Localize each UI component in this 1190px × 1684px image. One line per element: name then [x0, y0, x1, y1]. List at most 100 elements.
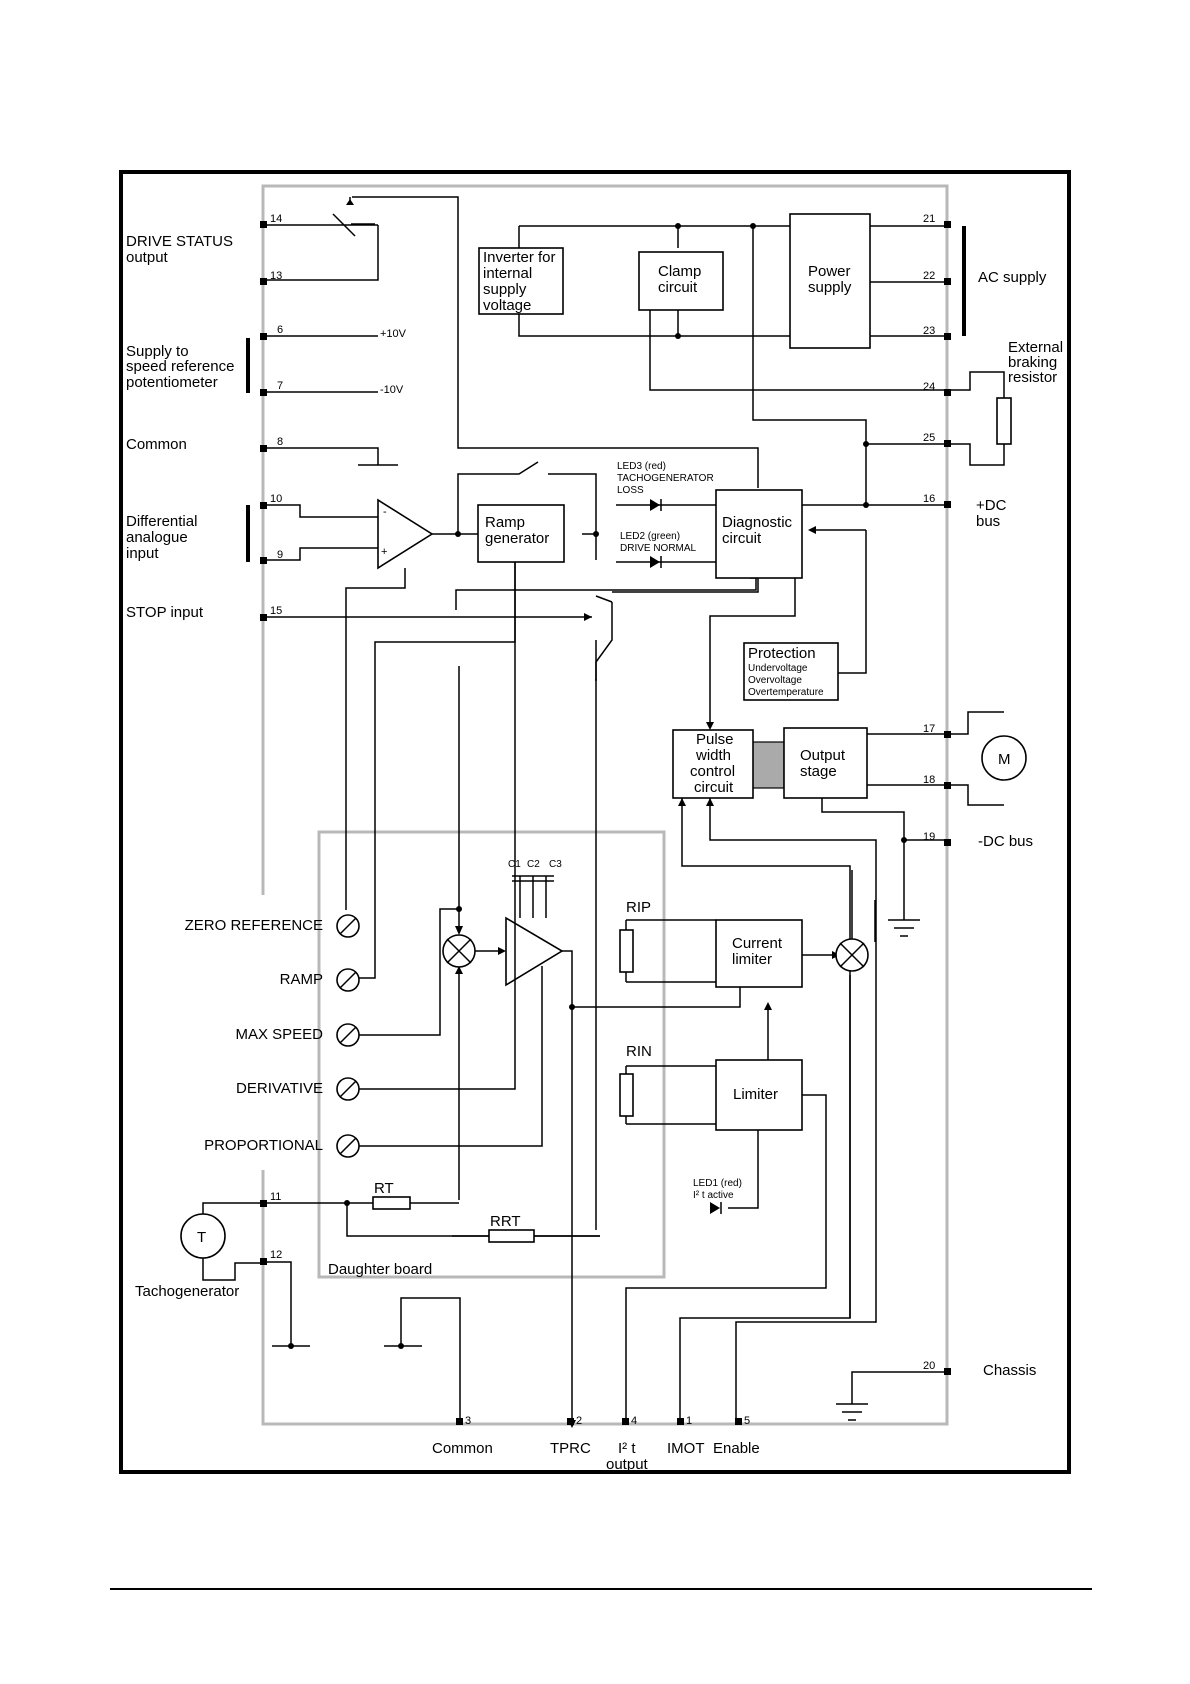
- tachogenerator-label: Tachogenerator: [135, 1283, 239, 1300]
- rrt-label: RRT: [490, 1213, 521, 1230]
- svg-text:DRIVE NORMAL: DRIVE NORMAL: [620, 543, 697, 554]
- terminal-10: 10: [270, 493, 282, 505]
- terminal-17: 17: [923, 723, 935, 735]
- svg-text:Protection: Protection: [748, 645, 816, 662]
- led1-label: LED1 (red): [693, 1178, 742, 1189]
- pot-proportional: PROPORTIONAL: [204, 1137, 323, 1154]
- led2-label: LED2 (green): [620, 531, 680, 542]
- terminal-14: 14: [270, 213, 282, 225]
- terminal-24: 24: [923, 381, 935, 393]
- pot-derivative: DERIVATIVE: [236, 1080, 323, 1097]
- svg-text:resistor: resistor: [1008, 369, 1057, 386]
- svg-text:bus: bus: [976, 513, 1000, 530]
- svg-text:Undervoltage: Undervoltage: [748, 663, 808, 674]
- svg-text:C1: C1: [508, 859, 521, 870]
- protection-block: [743, 642, 839, 701]
- svg-text:Pulse: Pulse: [696, 731, 734, 748]
- svg-text:speed reference: speed reference: [126, 358, 234, 375]
- power-supply-block: [789, 213, 871, 349]
- rt-label: RT: [374, 1180, 394, 1197]
- drive-boundary: [261, 184, 949, 1426]
- chassis-label: Chassis: [983, 1362, 1036, 1379]
- svg-text:C2: C2: [527, 859, 540, 870]
- terminal-4: 4: [631, 1415, 637, 1427]
- daughter-board-label: Daughter board: [328, 1261, 432, 1278]
- pot-symbols: [336, 914, 360, 1158]
- svg-text:stage: stage: [800, 763, 837, 780]
- pot-zero-reference: ZERO REFERENCE: [185, 917, 323, 934]
- svg-text:voltage: voltage: [483, 297, 531, 314]
- terminal-21: 21: [923, 213, 935, 225]
- svg-text:+: +: [381, 546, 387, 558]
- minus10v-label: -10V: [380, 384, 404, 396]
- tprc-label: TPRC: [550, 1440, 591, 1457]
- terminal-7: 7: [277, 380, 283, 392]
- svg-text:Ramp: Ramp: [485, 514, 525, 531]
- pot-ramp: RAMP: [280, 971, 323, 988]
- dc-plus-label: +DC: [976, 497, 1007, 514]
- i2t-label: I² t: [618, 1440, 636, 1457]
- svg-text:supply: supply: [808, 279, 852, 296]
- clamp-circuit-block: [638, 251, 724, 311]
- terminal-15: 15: [270, 605, 282, 617]
- footer-rule: [110, 1588, 1092, 1590]
- inverter-block: [478, 247, 564, 315]
- led3-label: LED3 (red): [617, 461, 666, 472]
- terminal-19: 19: [923, 831, 935, 843]
- svg-text:TACHOGENERATOR: TACHOGENERATOR: [617, 473, 714, 484]
- terminal-8: 8: [277, 436, 283, 448]
- ac-supply-label: AC supply: [978, 269, 1047, 286]
- braking-resistor-label: External: [1008, 339, 1063, 356]
- diff-input-label: Differential: [126, 513, 197, 530]
- terminal-12: 12: [270, 1249, 282, 1261]
- terminal-16: 16: [923, 493, 935, 505]
- terminal-6: 6: [277, 324, 283, 336]
- svg-text:Diagnostic: Diagnostic: [722, 514, 793, 531]
- svg-text:potentiometer: potentiometer: [126, 374, 218, 391]
- rin-label: RIN: [626, 1043, 652, 1060]
- svg-text:Clamp: Clamp: [658, 263, 701, 280]
- pot-max-speed: MAX SPEED: [235, 1026, 323, 1043]
- svg-text:Limiter: Limiter: [733, 1086, 778, 1103]
- diagnostic-circuit-block: [715, 489, 803, 579]
- svg-text:T: T: [197, 1229, 206, 1246]
- svg-text:braking: braking: [1008, 354, 1057, 371]
- bottom-common-label: Common: [432, 1440, 493, 1457]
- enable-label: Enable: [713, 1440, 760, 1457]
- svg-text:output: output: [606, 1456, 649, 1473]
- terminal-25: 25: [923, 432, 935, 444]
- output-stage-block: [783, 727, 868, 799]
- terminal-20: 20: [923, 1360, 935, 1372]
- svg-text:Overvoltage: Overvoltage: [748, 675, 802, 686]
- svg-text:C3: C3: [549, 859, 562, 870]
- svg-text:internal: internal: [483, 265, 532, 282]
- motor-label: M: [998, 751, 1011, 768]
- svg-text:analogue: analogue: [126, 529, 188, 546]
- terminal-2: 2: [576, 1415, 582, 1427]
- svg-text:width: width: [695, 747, 731, 764]
- svg-text:control: control: [690, 763, 735, 780]
- svg-text:output: output: [126, 249, 169, 266]
- svg-text:limiter: limiter: [732, 951, 772, 968]
- plus10v-label: +10V: [380, 328, 407, 340]
- terminal-9: 9: [277, 549, 283, 561]
- pwm-block: [672, 729, 754, 799]
- svg-text:generator: generator: [485, 530, 549, 547]
- svg-text:Current: Current: [732, 935, 783, 952]
- svg-text:Power: Power: [808, 263, 851, 280]
- terminal-1: 1: [686, 1415, 692, 1427]
- svg-text:Output: Output: [800, 747, 846, 764]
- dc-minus-label: -DC bus: [978, 833, 1033, 850]
- imot-label: IMOT: [667, 1440, 705, 1457]
- svg-text:circuit: circuit: [722, 530, 762, 547]
- terminal-3: 3: [465, 1415, 471, 1427]
- svg-text:circuit: circuit: [694, 779, 734, 796]
- svg-text:input: input: [126, 545, 159, 562]
- svg-text:LOSS: LOSS: [617, 485, 644, 496]
- terminal-18: 18: [923, 774, 935, 786]
- motor-icon: [981, 735, 1027, 781]
- outer-frame: [119, 170, 1071, 1474]
- ramp-generator-block: [477, 504, 565, 563]
